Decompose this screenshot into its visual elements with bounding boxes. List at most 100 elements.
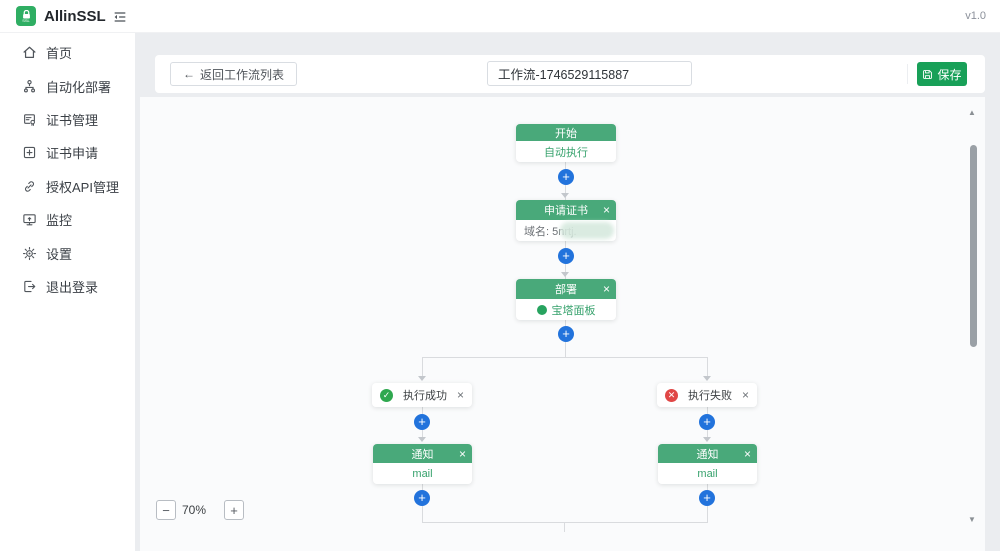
connector-line (422, 484, 423, 490)
plus-icon: + (562, 248, 570, 263)
node-start-header[interactable]: 开始 (516, 124, 616, 141)
connector-line (707, 506, 708, 522)
scroll-up-icon[interactable]: ▲ (968, 108, 976, 117)
sidebar-item-label: 证书申请 (46, 146, 99, 162)
add-node-button[interactable]: + (699, 490, 715, 506)
node-notify-fail[interactable]: 通知 × mail (658, 444, 757, 484)
workflow-title-input[interactable] (487, 61, 692, 86)
main-content: ← 返回工作流列表 保存 (135, 33, 1000, 551)
sidebar-item-label: 自动化部署 (46, 79, 112, 95)
connector-line (564, 522, 565, 532)
workflow-canvas[interactable]: 开始 自动执行 + 申请证书 × 域名: 5nrtj. + (140, 97, 985, 551)
save-icon (923, 69, 933, 79)
add-node-button[interactable]: + (414, 414, 430, 430)
add-node-button[interactable]: + (558, 326, 574, 342)
node-deploy-body: 宝塔面板 (516, 299, 616, 320)
plus-icon: + (418, 414, 426, 429)
sidebar-item-home[interactable]: 首页 (0, 36, 135, 69)
logo-text: SSL (22, 17, 30, 23)
sidebar-item-auto-deploy[interactable]: 自动化部署 (0, 69, 135, 102)
close-icon[interactable]: × (743, 446, 751, 461)
workflow-header: ← 返回工作流列表 保存 (155, 55, 985, 93)
connector-line (565, 264, 566, 279)
top-bar: SSL AllinSSL v1.0 (0, 0, 1000, 33)
arrow-down-icon (418, 437, 426, 442)
node-title: 通知 (411, 448, 434, 461)
node-notify-body: mail (373, 463, 472, 484)
node-body-text: mail (412, 467, 433, 480)
connector-line (707, 430, 708, 438)
redacted-domain-blur (560, 222, 614, 239)
branch-label: 执行失败 (687, 390, 732, 402)
sidebar-item-label: 授权API管理 (46, 179, 119, 195)
arrow-down-icon (561, 272, 569, 277)
connector-line (707, 357, 708, 377)
sidebar-item-monitor[interactable]: 监控 (0, 203, 135, 236)
scroll-down-icon[interactable]: ▼ (968, 515, 976, 524)
node-start-body: 自动执行 (516, 141, 616, 162)
node-notify-header[interactable]: 通知 × (373, 444, 472, 463)
baota-panel-icon (536, 304, 547, 315)
close-icon[interactable]: × (602, 203, 610, 217)
close-icon[interactable]: × (602, 282, 610, 296)
branch-merge-line (422, 522, 708, 523)
add-node-button[interactable]: + (558, 169, 574, 185)
connector-line (707, 407, 708, 414)
zoom-level: 70% (182, 503, 207, 517)
plus-icon: + (230, 502, 238, 518)
menu-fold-icon[interactable] (112, 9, 128, 25)
sidebar-item-label: 首页 (46, 46, 73, 62)
arrow-down-icon (703, 376, 711, 381)
add-node-button[interactable]: + (414, 490, 430, 506)
node-apply-cert[interactable]: 申请证书 × 域名: 5nrtj. (516, 200, 616, 241)
node-title: 开始 (555, 127, 577, 140)
branch-split-line (422, 357, 708, 358)
node-deploy[interactable]: 部署 × 宝塔面板 (516, 279, 616, 320)
node-body-text: 自动执行 (544, 146, 588, 159)
node-start[interactable]: 开始 自动执行 (516, 124, 616, 162)
zoom-out-button[interactable]: − (156, 500, 176, 520)
close-icon[interactable]: × (458, 446, 466, 461)
sidebar-item-label: 设置 (46, 246, 73, 262)
sidebar-item-cert-manage[interactable]: 证书管理 (0, 103, 135, 136)
sidebar-item-logout[interactable]: 退出登录 (0, 270, 135, 303)
connector-line (565, 342, 566, 357)
sidebar-item-cert-apply[interactable]: 证书申请 (0, 136, 135, 169)
plus-icon: + (562, 326, 570, 341)
save-button[interactable]: 保存 (917, 62, 967, 86)
plus-icon: + (703, 414, 711, 429)
connector-line (565, 241, 566, 248)
add-node-button[interactable]: + (699, 414, 715, 430)
app-name: AllinSSL (44, 8, 106, 25)
node-deploy-header[interactable]: 部署 × (516, 279, 616, 299)
home-icon (23, 46, 36, 59)
arrow-down-icon (418, 376, 426, 381)
connector-line (422, 430, 423, 438)
connector-line (422, 357, 423, 377)
branch-success[interactable]: ✓ 执行成功 × (372, 383, 472, 407)
plus-square-icon (23, 147, 36, 159)
gear-icon (22, 246, 37, 260)
connector-line (565, 185, 566, 200)
connector-line (707, 484, 708, 490)
node-apply-cert-body: 域名: 5nrtj. (516, 220, 616, 241)
node-notify-success[interactable]: 通知 × mail (373, 444, 472, 484)
node-apply-cert-header[interactable]: 申请证书 × (516, 200, 616, 220)
add-node-button[interactable]: + (558, 248, 574, 264)
connector-line (422, 407, 423, 414)
zoom-in-button[interactable]: + (224, 500, 244, 520)
arrow-down-icon (561, 193, 569, 198)
back-to-workflow-list-button[interactable]: ← 返回工作流列表 (170, 62, 298, 86)
scrollbar-thumb[interactable] (970, 145, 977, 347)
sidebar-item-settings[interactable]: 设置 (0, 236, 135, 269)
branch-label: 执行成功 (402, 390, 447, 402)
minus-icon: − (162, 502, 170, 518)
sidebar-item-api-auth[interactable]: 授权API管理 (0, 170, 135, 203)
close-icon[interactable]: × (456, 388, 464, 402)
branch-fail[interactable]: ✕ 执行失败 × (657, 383, 757, 407)
node-notify-header[interactable]: 通知 × (658, 444, 757, 463)
node-body-text: mail (697, 467, 718, 480)
lock-icon (22, 9, 30, 19)
close-icon[interactable]: × (741, 388, 749, 402)
connector-line (422, 506, 423, 522)
